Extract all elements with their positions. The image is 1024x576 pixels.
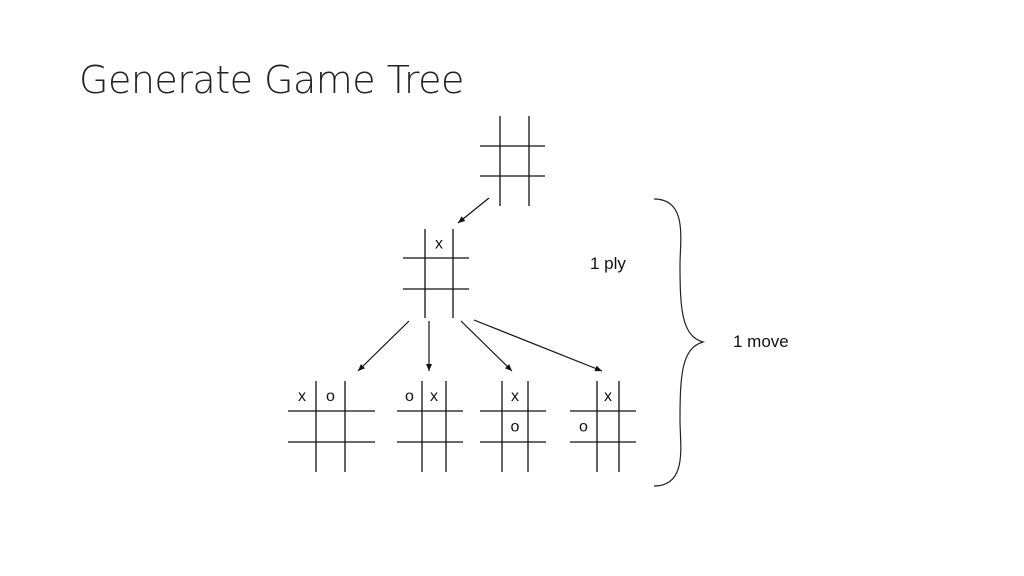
cell-mark-x: x [298, 388, 306, 405]
move-label: 1 move [733, 332, 789, 351]
move-brace [653, 198, 706, 487]
arrow-level1-to-child-3 [460, 320, 513, 372]
cell-mark-o: o [511, 419, 520, 436]
ply-label: 1 ply [590, 254, 626, 273]
board-root [480, 116, 545, 206]
arrow-root-to-level1 [457, 197, 490, 224]
arrow-level1-to-child-1 [357, 320, 410, 372]
cell-mark-o: o [405, 388, 414, 405]
cell-mark-o: o [579, 419, 588, 436]
board-level1: x [403, 229, 469, 318]
slide-title: Generate Game Tree [79, 58, 464, 102]
cell-mark-x: x [604, 388, 612, 405]
cell-mark-x: x [435, 236, 443, 253]
cell-mark-x: x [511, 388, 519, 405]
cell-mark-o: o [326, 388, 335, 405]
cell-mark-x: x [430, 388, 438, 405]
arrow-level1-to-child-4 [473, 319, 603, 372]
arrows [357, 197, 603, 372]
board-level2-3: xo [480, 381, 546, 472]
board-level2-4: xo [570, 381, 636, 472]
